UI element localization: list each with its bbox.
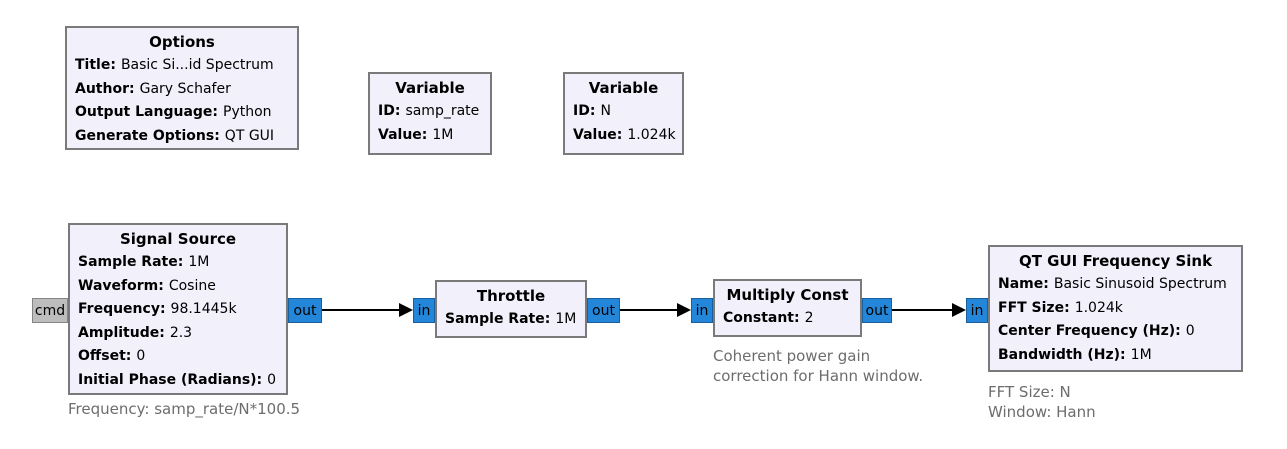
variable-n-block[interactable]: Variable ID:N Value:1.024k: [563, 72, 684, 155]
comment-line: Window: Hann: [988, 402, 1096, 421]
block-title: Signal Source: [119, 230, 237, 248]
block-param: FFT Size:1.024k: [998, 299, 1123, 316]
block-title: Throttle: [476, 287, 546, 305]
signal-source-block[interactable]: Signal Source Sample Rate:1M Waveform:Co…: [68, 223, 288, 395]
wire-arrowhead-icon: [952, 303, 966, 317]
block-title: Multiply Const: [726, 286, 849, 304]
comment-line: FFT Size: N: [988, 383, 1071, 401]
block-param: Frequency:98.1445k: [78, 301, 237, 317]
block-param: Generate Options:QT GUI: [75, 127, 275, 144]
block-param: Waveform:Cosine: [78, 277, 216, 294]
comment-line: correction for Hann window.: [713, 366, 924, 385]
block-param: Sample Rate:1M: [78, 254, 210, 270]
block-param: Center Frequency (Hz):0: [998, 323, 1195, 339]
port-out[interactable]: out: [288, 298, 322, 323]
block-title: Variable: [588, 79, 659, 97]
port-in[interactable]: in: [691, 298, 713, 323]
port-out[interactable]: out: [862, 298, 892, 323]
qt-gui-frequency-sink-block[interactable]: QT GUI Frequency Sink Name:Basic Sinusoi…: [988, 245, 1243, 372]
block-param: Value:1.024k: [573, 126, 676, 143]
block-param: Offset:0: [78, 348, 146, 364]
port-out[interactable]: out: [587, 298, 620, 323]
block-param: Author:Gary Schafer: [75, 80, 231, 97]
block-title: Options: [149, 33, 215, 51]
block-param: ID:samp_rate: [378, 103, 480, 119]
block-param: Value:1M: [378, 126, 454, 143]
connection-wire[interactable]: [322, 309, 400, 311]
connection-wire[interactable]: [620, 309, 678, 311]
throttle-block[interactable]: Throttle Sample Rate:1M: [435, 280, 587, 338]
port-in[interactable]: in: [413, 298, 435, 323]
block-param: Constant:2: [723, 310, 814, 326]
block-param: Initial Phase (Radians):0: [78, 371, 277, 388]
options-block[interactable]: Options Title:Basic Si...id Spectrum Aut…: [65, 26, 299, 150]
block-param: Sample Rate:1M: [445, 311, 577, 327]
comment-line: Coherent power gain: [713, 347, 871, 365]
block-param: Title:Basic Si...id Spectrum: [75, 57, 274, 73]
block-param: Name:Basic Sinusoid Spectrum: [998, 276, 1227, 292]
block-title: QT GUI Frequency Sink: [1018, 252, 1213, 270]
block-param: Amplitude:2.3: [78, 324, 193, 341]
block-param: Bandwidth (Hz):1M: [998, 346, 1152, 363]
wire-arrowhead-icon: [399, 303, 413, 317]
variable-samp-rate-block[interactable]: Variable ID:samp_rate Value:1M: [368, 72, 492, 155]
block-param: Output Language:Python: [75, 104, 272, 120]
multiply-const-comment: Coherent power gain correction for Hann …: [713, 347, 923, 386]
connection-wire[interactable]: [892, 309, 953, 311]
port-cmd[interactable]: cmd: [32, 298, 68, 323]
signal-source-comment: Frequency: samp_rate/N*100.5: [68, 400, 301, 418]
block-param: ID:N: [573, 103, 611, 119]
wire-arrowhead-icon: [677, 303, 691, 317]
port-in[interactable]: in: [966, 298, 988, 323]
block-title: Variable: [395, 79, 465, 97]
freq-sink-comment: FFT Size: N Window: Hann: [988, 383, 1096, 422]
multiply-const-block[interactable]: Multiply Const Constant:2: [713, 279, 862, 337]
